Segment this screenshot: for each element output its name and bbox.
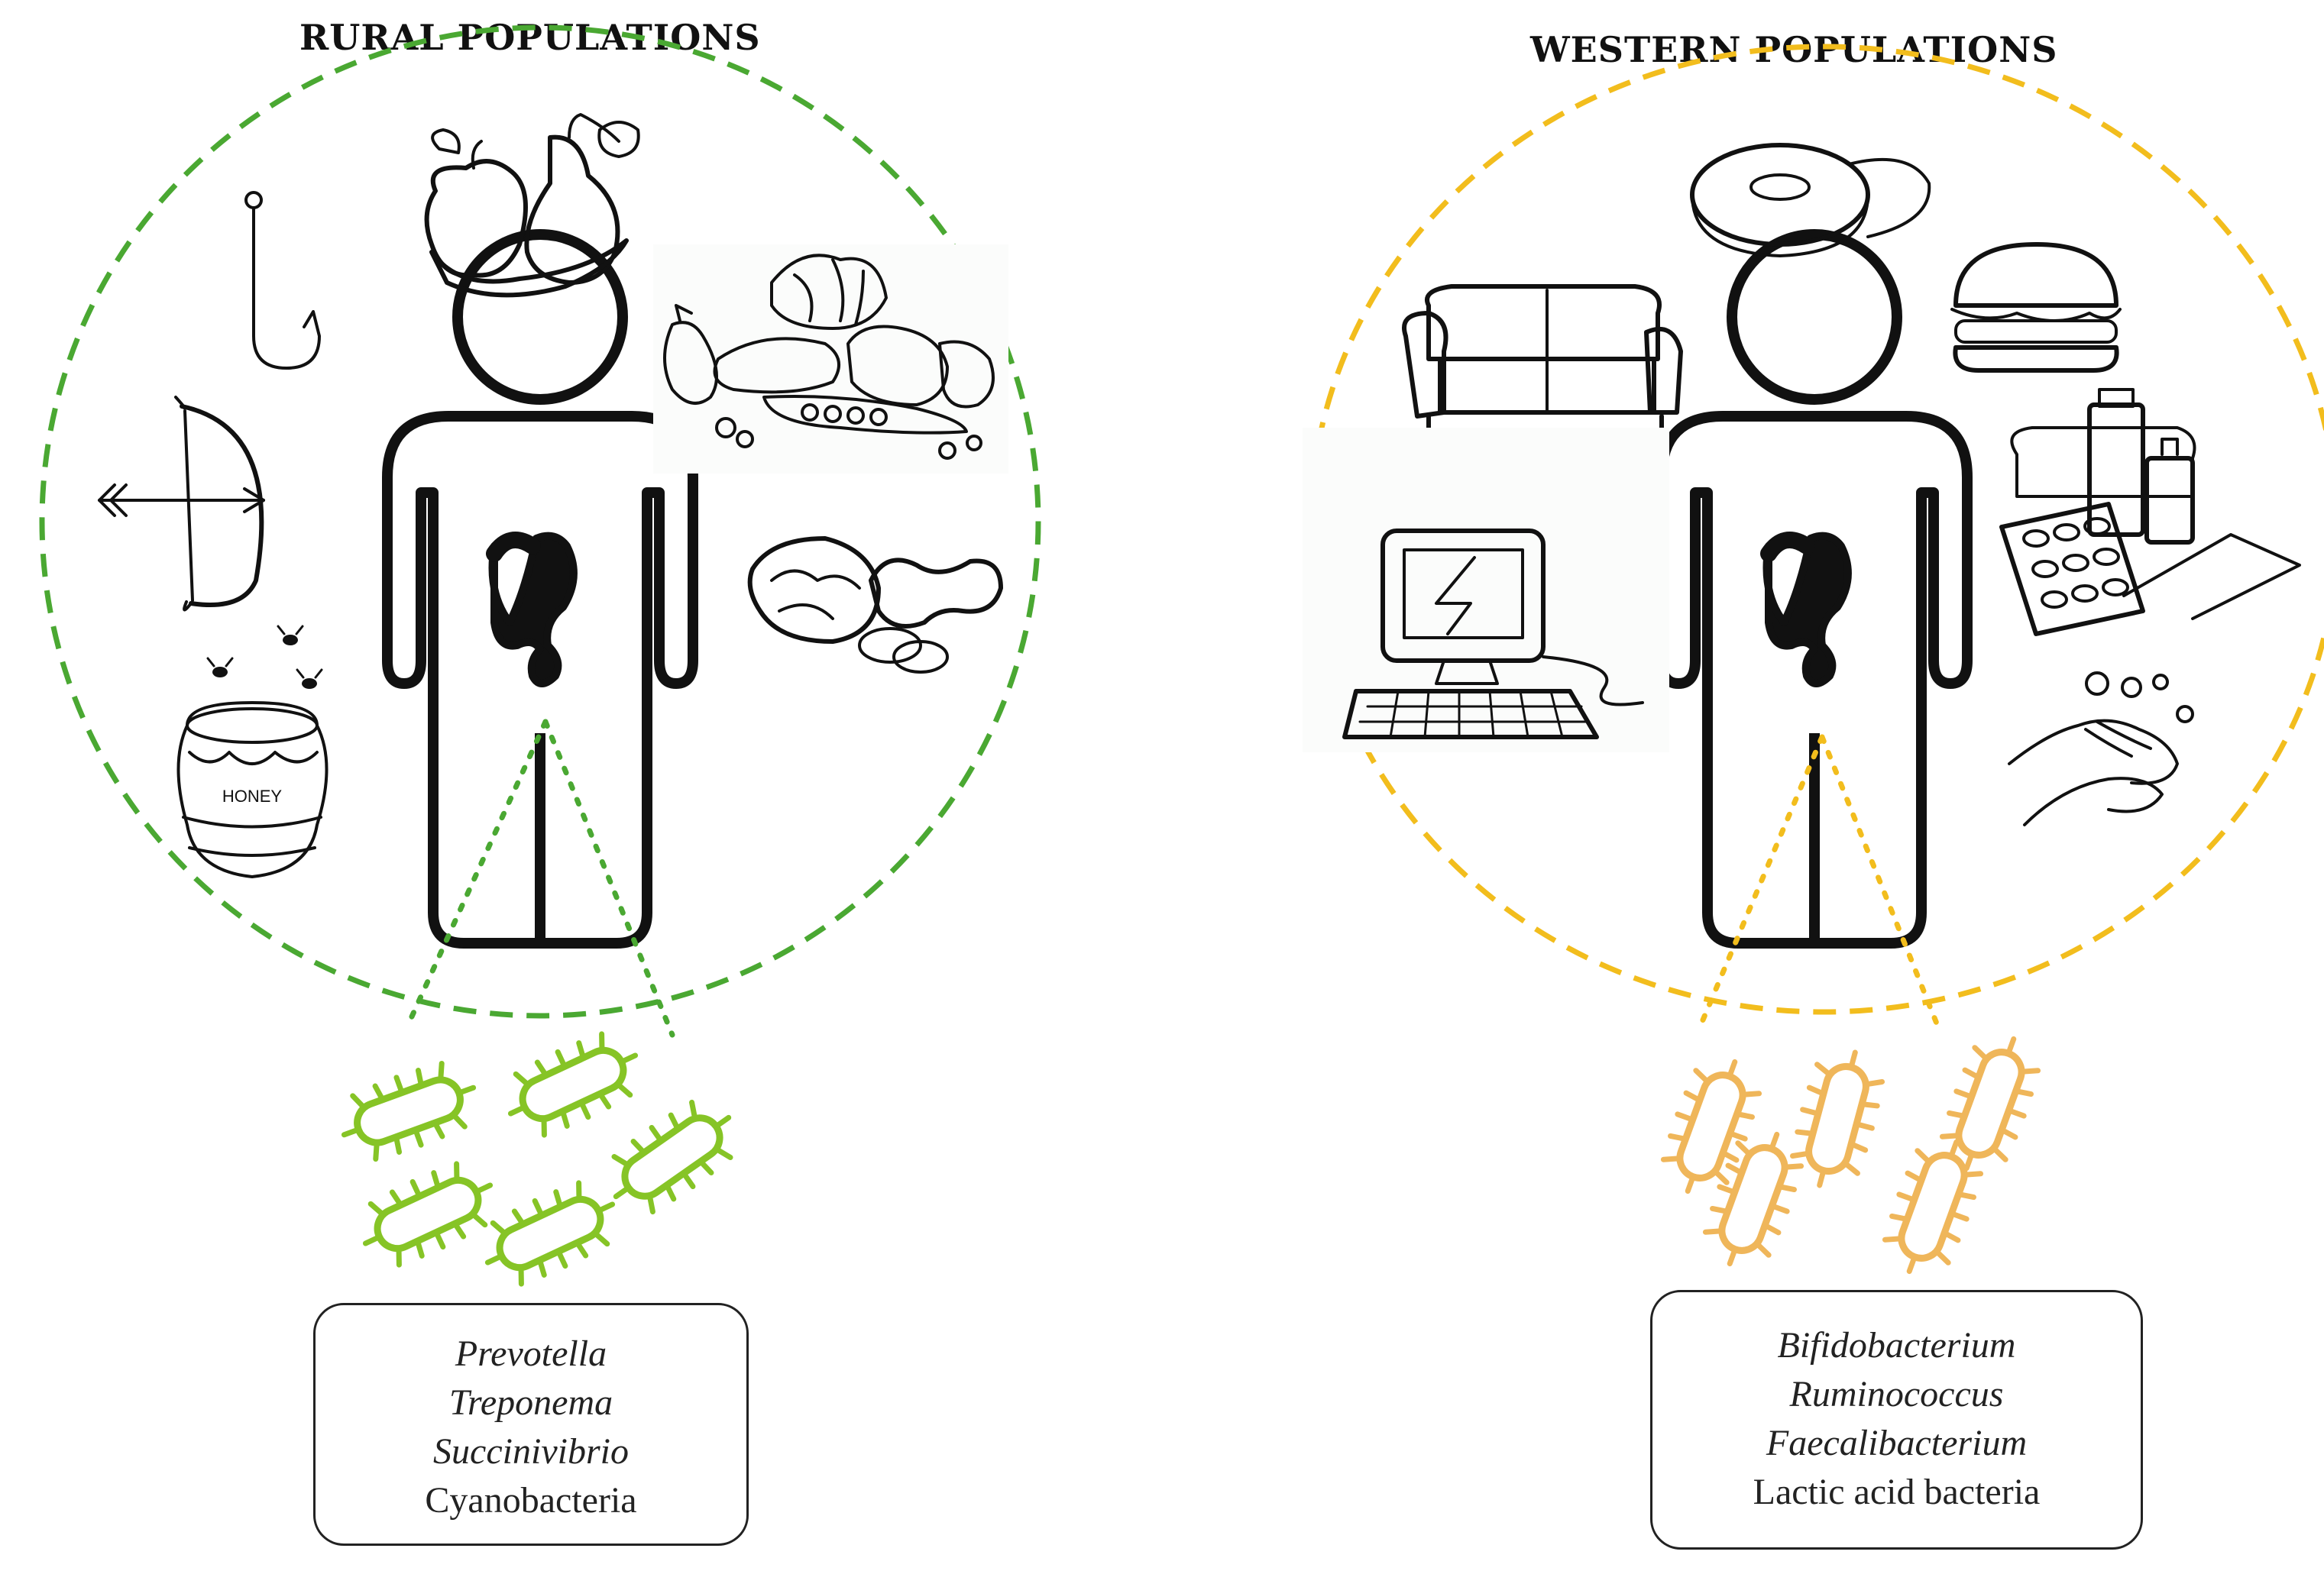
bacterium-icon: [473, 1172, 628, 1295]
western-bacteria-group: [1654, 1026, 2047, 1283]
bacterium-icon: [351, 1152, 506, 1275]
bow-and-arrow-icon: [98, 396, 265, 612]
hand-washing-icon: [2008, 671, 2194, 826]
rural-zoom-line-right: [542, 719, 675, 1038]
taxon-label: Faecalibacterium: [1766, 1423, 2028, 1463]
bacterium-icon: [496, 1023, 651, 1146]
honey-label: HONEY: [222, 787, 283, 806]
fishing-hook-icon: [244, 191, 321, 370]
rural-panel: HONEY: [39, 24, 1041, 1295]
rural-person-icon: [387, 234, 693, 943]
donut-icon: [1690, 143, 1931, 257]
taxon-label: Succinivibrio: [433, 1431, 629, 1472]
bacterium-icon: [1654, 1049, 1769, 1203]
rural-title: RURAL POPULATIONS: [299, 17, 761, 58]
bacterium-icon: [1785, 1043, 1889, 1194]
taxon-label: Lactic acid bacteria: [1753, 1472, 2041, 1512]
western-zoom-line-left: [1697, 734, 1825, 1030]
rural-bacteria-group: [332, 1023, 749, 1295]
fruit-icon: [424, 113, 640, 298]
vegetables-icon: [653, 244, 1008, 474]
burger-icon: [1950, 242, 2122, 373]
sofa-icon: [1402, 284, 1683, 430]
taxon-label: Prevotella: [455, 1333, 607, 1374]
nuts-icon: [747, 536, 1003, 674]
western-person-icon: [1662, 234, 1967, 943]
western-panel: [1303, 44, 2324, 1284]
rural-taxa-box: Prevotella Treponema Succinivibrio Cyano…: [313, 1303, 749, 1546]
computer-icon: [1303, 428, 1669, 752]
rural-boundary-circle: [39, 24, 1041, 1019]
western-taxa-box: Bifidobacterium Ruminococcus Faecalibact…: [1650, 1290, 2143, 1550]
taxon-label: Ruminococcus: [1789, 1374, 2004, 1414]
taxon-label: Cyanobacteria: [425, 1480, 637, 1521]
taxon-label: Treponema: [448, 1382, 613, 1423]
bacterium-icon: [595, 1088, 749, 1226]
bacterium-icon: [1696, 1122, 1811, 1275]
medicine-icon: [1999, 388, 2301, 636]
taxon-label: Bifidobacterium: [1777, 1325, 2016, 1366]
western-boundary-circle: [1307, 44, 2324, 1015]
rural-zoom-line-left: [406, 719, 549, 1026]
western-zoom-line-right: [1819, 734, 1940, 1026]
bacterium-icon: [332, 1054, 485, 1169]
honey-pot-icon: HONEY: [176, 625, 329, 878]
